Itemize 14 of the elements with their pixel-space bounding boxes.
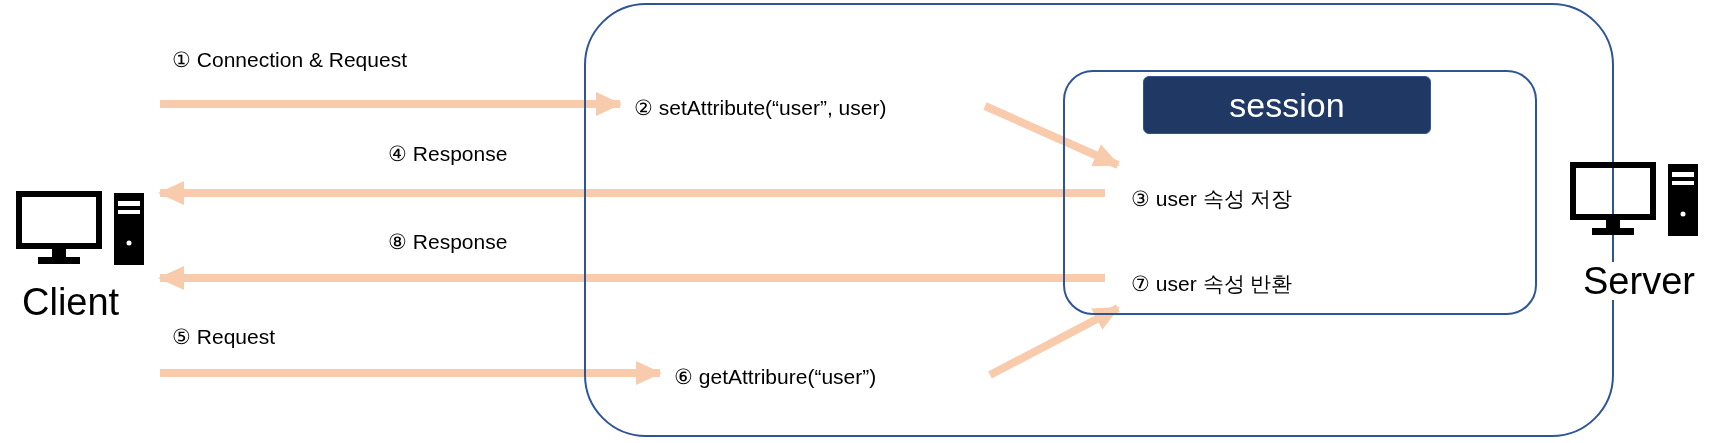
step-label: ⑦ user 속성 반환 bbox=[1131, 271, 1293, 298]
client-label: Client bbox=[22, 283, 120, 321]
session-header: session bbox=[1143, 76, 1431, 134]
step-label: ③ user 속성 저장 bbox=[1131, 186, 1293, 213]
edge-label: ④ Response bbox=[388, 141, 508, 167]
edge-label: ⑧ Response bbox=[388, 229, 508, 255]
step-label: ⑥ getAttribure(“user”) bbox=[674, 364, 877, 391]
arrow bbox=[988, 304, 1120, 379]
server-label: Server bbox=[1583, 262, 1695, 300]
edge-label: ⑤ Request bbox=[172, 324, 276, 350]
edge-label: ① Connection & Request bbox=[172, 47, 407, 73]
arrow bbox=[983, 102, 1120, 169]
step-label: ② setAttribute(“user”, user) bbox=[634, 95, 887, 122]
session-box bbox=[1063, 70, 1537, 315]
